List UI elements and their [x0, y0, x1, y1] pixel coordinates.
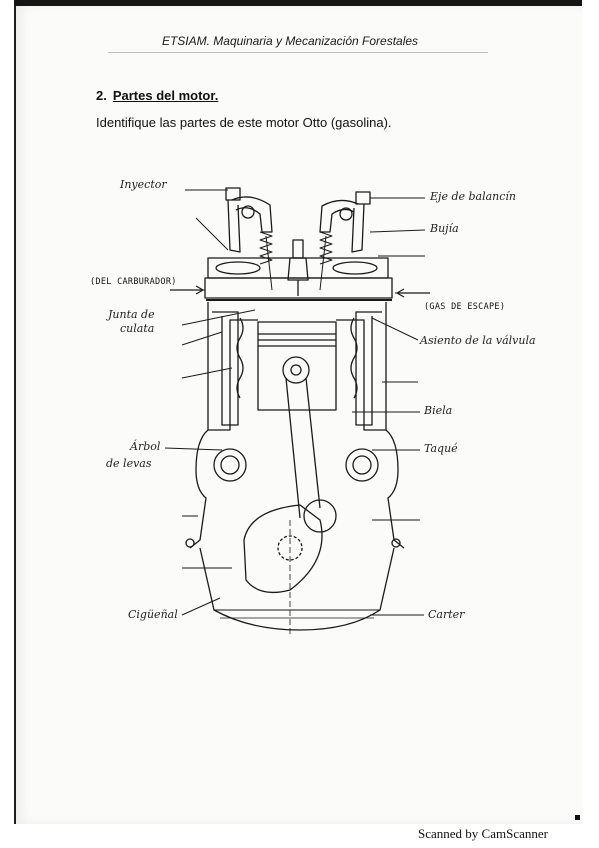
- label-arbol-levas-1: Árbol: [130, 440, 161, 453]
- label-taque: Taqué: [424, 442, 458, 455]
- valve-springs: [259, 231, 333, 291]
- camshafts: [213, 448, 379, 482]
- label-carter: Carter: [428, 608, 465, 621]
- page-header: ETSIAM. Maquinaria y Mecanización Forest…: [161, 34, 419, 48]
- label-junta-culata-2: culata: [120, 322, 155, 335]
- label-eje-balancin: Eje de balancín: [430, 190, 517, 203]
- scanner-footer: Scanned by CamScanner: [418, 826, 548, 841]
- label-arbol-levas-2: de levas: [106, 457, 152, 470]
- section-title: Partes del motor.: [112, 88, 219, 103]
- crankcase: [185, 429, 405, 631]
- scan-top-edge: [14, 0, 599, 6]
- label-asiento-valvula: Asiento de la válvula: [420, 334, 536, 347]
- header-rule: [108, 52, 488, 53]
- document-page: [14, 6, 585, 824]
- label-bujia: Bujía: [430, 222, 459, 235]
- label-junta-culata-1: Junta de: [108, 308, 155, 321]
- instruction-text: Identifique las partes de este motor Ott…: [96, 115, 392, 130]
- label-ciguenal: Cigüeñal: [128, 608, 178, 621]
- spark-plug: [287, 239, 309, 296]
- leader-lines: [164, 189, 430, 616]
- crankshaft: [243, 499, 337, 636]
- piston: [257, 321, 337, 411]
- label-biela: Biela: [424, 404, 453, 417]
- label-inyector: Inyector: [120, 178, 167, 191]
- flow-arrows: [170, 285, 430, 298]
- connecting-rod: [285, 377, 321, 519]
- label-gas-escape: (GAS DE ESCAPE): [424, 302, 506, 312]
- label-del-carburador: (DEL CARBURADOR): [90, 277, 177, 287]
- section-heading: 2. Partes del motor.: [96, 88, 218, 103]
- cylinder-block: [207, 302, 387, 431]
- section-number: 2.: [96, 88, 107, 103]
- cylinder-head: [204, 257, 393, 301]
- rocker-arms: [225, 187, 371, 253]
- scan-margin: [582, 0, 599, 848]
- scan-corner-mark: [575, 815, 580, 820]
